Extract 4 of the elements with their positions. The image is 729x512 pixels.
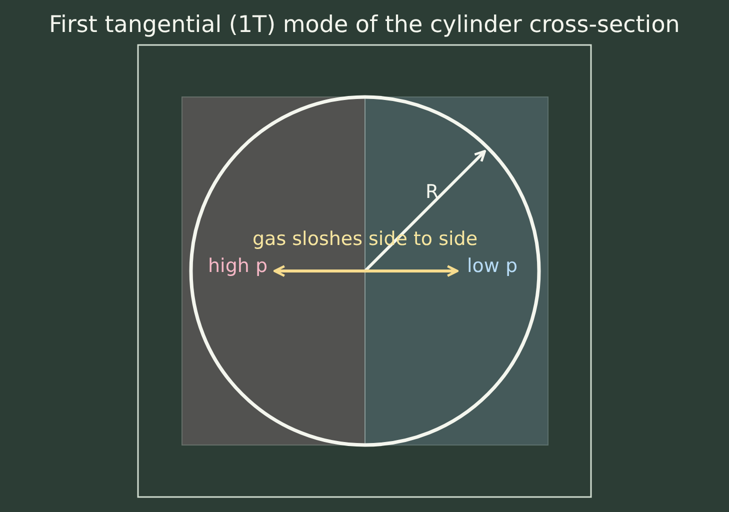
pressure-label: low p [467, 256, 518, 276]
pressure-label: high p [208, 256, 268, 276]
diagram-title: First tangential (1T) mode of the cylinder cross-section [49, 14, 680, 36]
radius-label: R [426, 182, 439, 202]
